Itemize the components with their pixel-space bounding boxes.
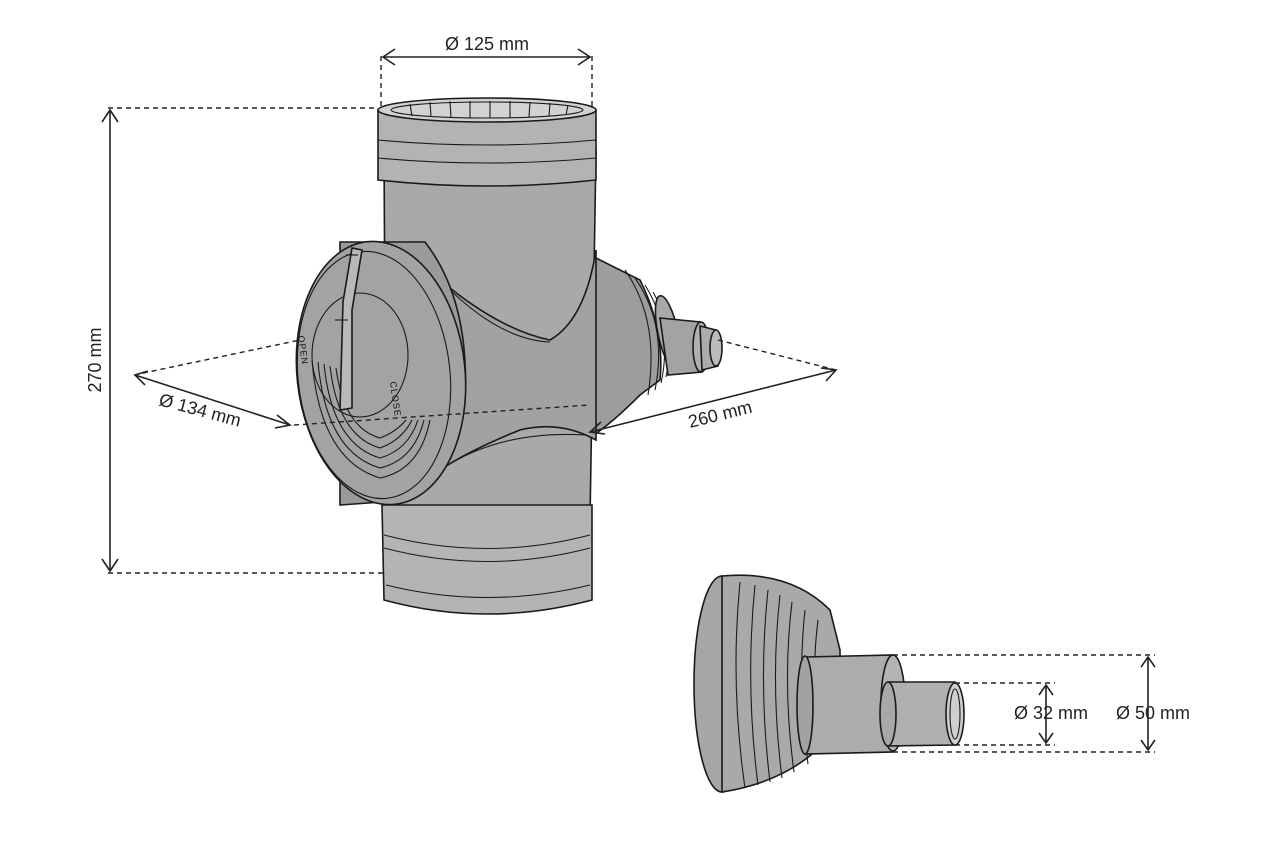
outlet-large-diameter-label: Ø 50 mm — [1116, 703, 1190, 723]
cap-label-open: OPEN — [296, 335, 310, 366]
dimension-outlet-small: Ø 32 mm — [955, 682, 1088, 746]
side-outlet-cone — [584, 253, 723, 442]
cleanout-cap: CLOSE OPEN — [295, 240, 467, 506]
height-label: 270 mm — [85, 327, 105, 392]
top-diameter-label: Ø 125 mm — [445, 34, 529, 54]
dimension-height: 270 mm — [85, 107, 384, 574]
cap-label-close: CLOSE — [388, 381, 403, 418]
dimension-top-diameter: Ø 125 mm — [380, 34, 593, 108]
outlet-small-diameter-label: Ø 32 mm — [1014, 703, 1088, 723]
outlet-adapter — [693, 574, 965, 793]
dimension-outlet-large: Ø 50 mm — [893, 654, 1190, 753]
depth-label: 260 mm — [686, 397, 754, 432]
